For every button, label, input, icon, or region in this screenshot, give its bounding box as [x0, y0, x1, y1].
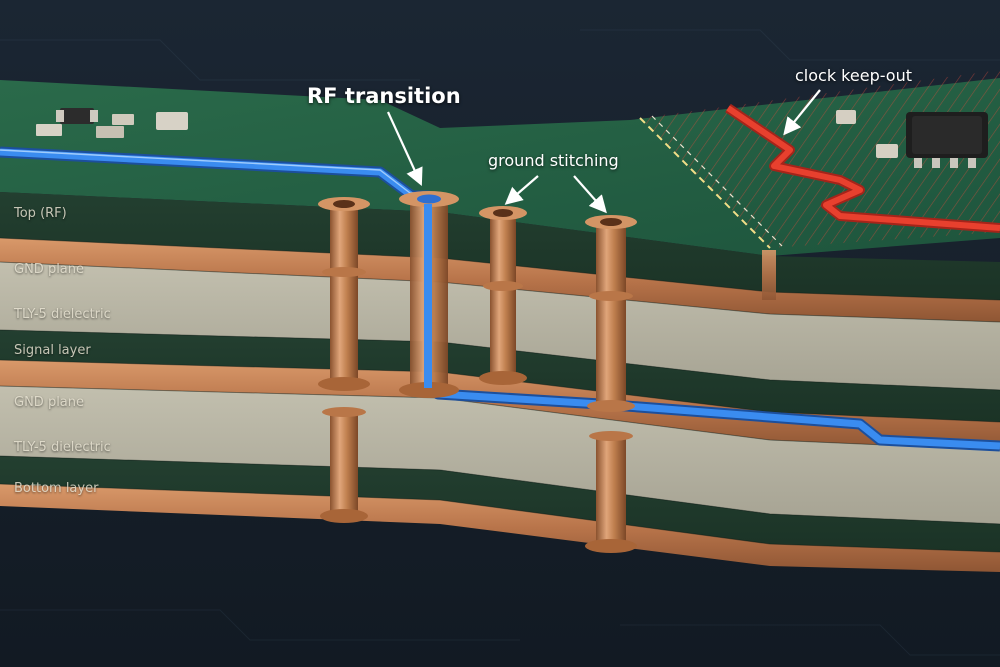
layer-label-gnd-plane-2: GND plane	[14, 395, 85, 410]
ground-stitching-arrow-2	[573, 175, 607, 214]
via-barrel	[318, 197, 370, 523]
layer-label-gnd-plane-1: GND plane	[14, 262, 85, 277]
ground-stitching-callout: ground stitching	[488, 151, 619, 170]
layer-label-top: Top (RF)	[14, 206, 67, 221]
ic-chip	[836, 110, 988, 168]
clock-keep-out-arrow	[783, 89, 821, 136]
clock-keep-out-callout: clock keep-out	[795, 66, 912, 85]
ground-stitching-arrow-1	[504, 175, 539, 205]
via-barrel	[399, 191, 459, 398]
via-barrel	[585, 215, 637, 553]
layer-label-dielectric-1: TLY-5 dielectric	[14, 307, 111, 322]
smd-component	[36, 108, 188, 138]
layer-label-bottom: Bottom layer	[14, 481, 99, 496]
via-barrel	[479, 206, 527, 385]
layer-label-dielectric-2: TLY-5 dielectric	[14, 440, 111, 455]
layer-label-signal: Signal layer	[14, 343, 91, 358]
rf-transition-callout: RF transition	[307, 84, 461, 108]
rf-transition-arrow	[386, 111, 423, 187]
